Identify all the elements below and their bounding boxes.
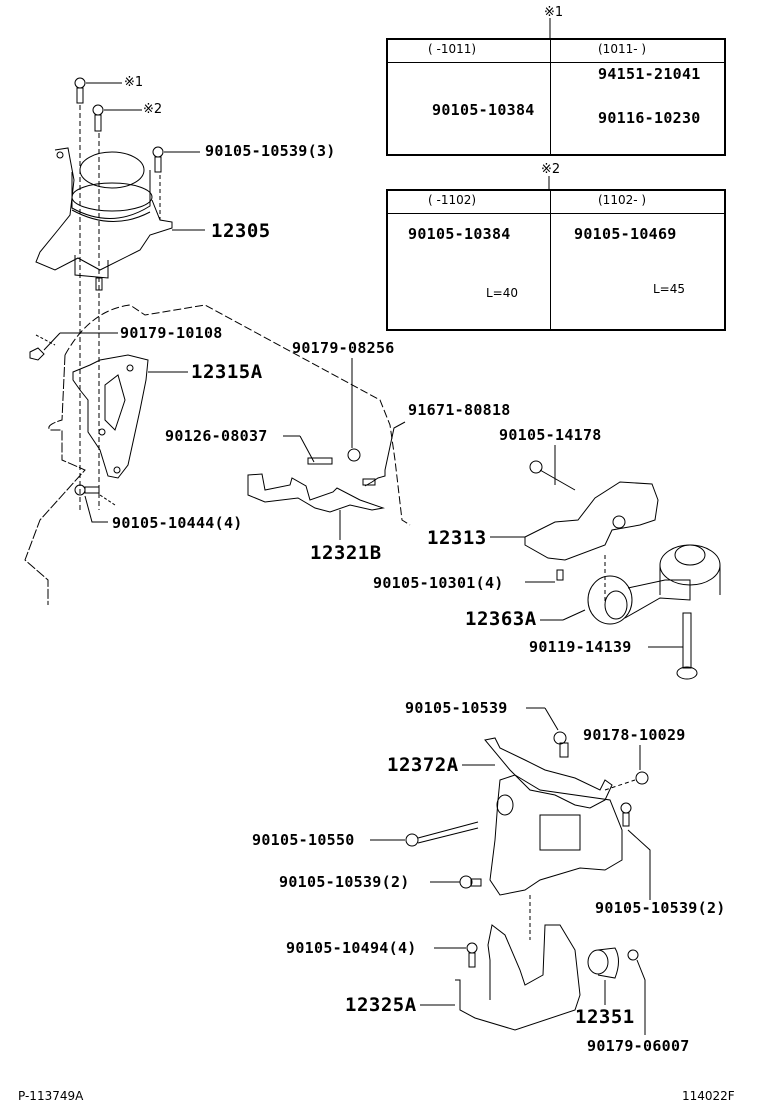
- ref-marker-2: ※2: [143, 102, 163, 117]
- bracket-12313-drawing: [490, 445, 659, 605]
- illustration-code: P-113749A: [18, 1089, 84, 1103]
- part-label[interactable]: 94151-21041: [598, 65, 701, 83]
- ref-marker-1: ※1: [124, 75, 144, 90]
- table1-col2-header: (1011- ): [598, 42, 647, 56]
- part-label[interactable]: 90119-14139: [529, 638, 632, 656]
- part-label[interactable]: 90105-10539(2): [279, 873, 410, 891]
- engine-block-outline: [24, 354, 86, 605]
- length-label: L=45: [653, 282, 686, 296]
- length-label: L=40: [486, 286, 519, 300]
- bolt-icon: [152, 146, 164, 173]
- part-label[interactable]: 90179-06007: [587, 1037, 690, 1055]
- part-label[interactable]: 90105-10384: [408, 225, 511, 243]
- drawing-number: 114022F: [682, 1089, 735, 1103]
- table1-col1-header: ( -1011): [428, 42, 477, 56]
- part-label[interactable]: 90105-10301(4): [373, 574, 504, 592]
- part-label[interactable]: 90179-08256: [292, 339, 395, 357]
- mount-12363A-drawing: [540, 544, 721, 680]
- part-label[interactable]: 12315A: [191, 361, 263, 383]
- table-markers: [548, 18, 551, 190]
- part-label[interactable]: 90179-10108: [120, 324, 223, 342]
- bolt-icon: [74, 484, 100, 496]
- part-label[interactable]: 90105-10384: [432, 101, 535, 119]
- table2: ( -1102) (1102- ): [386, 189, 726, 331]
- part-label[interactable]: 12351: [575, 1006, 635, 1028]
- table2-divider: [550, 191, 551, 329]
- part-label[interactable]: 12325A: [345, 994, 417, 1016]
- bolt-icon: [466, 942, 478, 968]
- bracket-12372A-drawing: [370, 707, 651, 940]
- bolt-icon: [620, 802, 632, 827]
- part-label[interactable]: 90105-10539(3): [205, 142, 336, 160]
- part-label[interactable]: 12363A: [465, 608, 537, 630]
- part-label[interactable]: 90105-10539(2): [595, 899, 726, 917]
- bolt-icon: [92, 104, 104, 132]
- table2-col2-header: (1102- ): [598, 193, 647, 207]
- table1-divider: [550, 40, 551, 154]
- part-label[interactable]: 90126-08037: [165, 427, 268, 445]
- part-label[interactable]: 90116-10230: [598, 109, 701, 127]
- bracket-12325A-drawing: [420, 924, 646, 1035]
- part-label[interactable]: 90105-10444(4): [112, 514, 243, 532]
- bolt-icon: [459, 875, 482, 889]
- part-label[interactable]: 12313: [427, 527, 487, 549]
- part-label[interactable]: 12321B: [310, 542, 382, 564]
- part-label[interactable]: 90105-10550: [252, 831, 355, 849]
- part-label[interactable]: 90178-10029: [583, 726, 686, 744]
- table1-header: [388, 40, 724, 63]
- engine-outline: [64, 304, 411, 526]
- bolt-icon: [676, 612, 698, 680]
- bracket-12315A-drawing: [29, 332, 188, 523]
- part-label[interactable]: 90105-10469: [574, 225, 677, 243]
- table2-marker: ※2: [541, 162, 561, 177]
- table2-col1-header: ( -1102): [428, 193, 477, 207]
- part-label[interactable]: 90105-10539: [405, 699, 508, 717]
- part-label[interactable]: 91671-80818: [408, 401, 511, 419]
- table1-marker: ※1: [544, 5, 564, 20]
- table2-header: [388, 191, 724, 214]
- part-label[interactable]: 12372A: [387, 754, 459, 776]
- bolt-icon: [74, 77, 86, 104]
- bolt-icon: [405, 821, 479, 847]
- table1: ( -1011) (1011- ): [386, 38, 726, 156]
- part-label[interactable]: 90105-14178: [499, 426, 602, 444]
- bracket-12321B-drawing: [247, 358, 406, 540]
- engine-mount-12305-drawing: [35, 77, 205, 510]
- part-label[interactable]: 12305: [211, 220, 271, 242]
- part-label[interactable]: 90105-10494(4): [286, 939, 417, 957]
